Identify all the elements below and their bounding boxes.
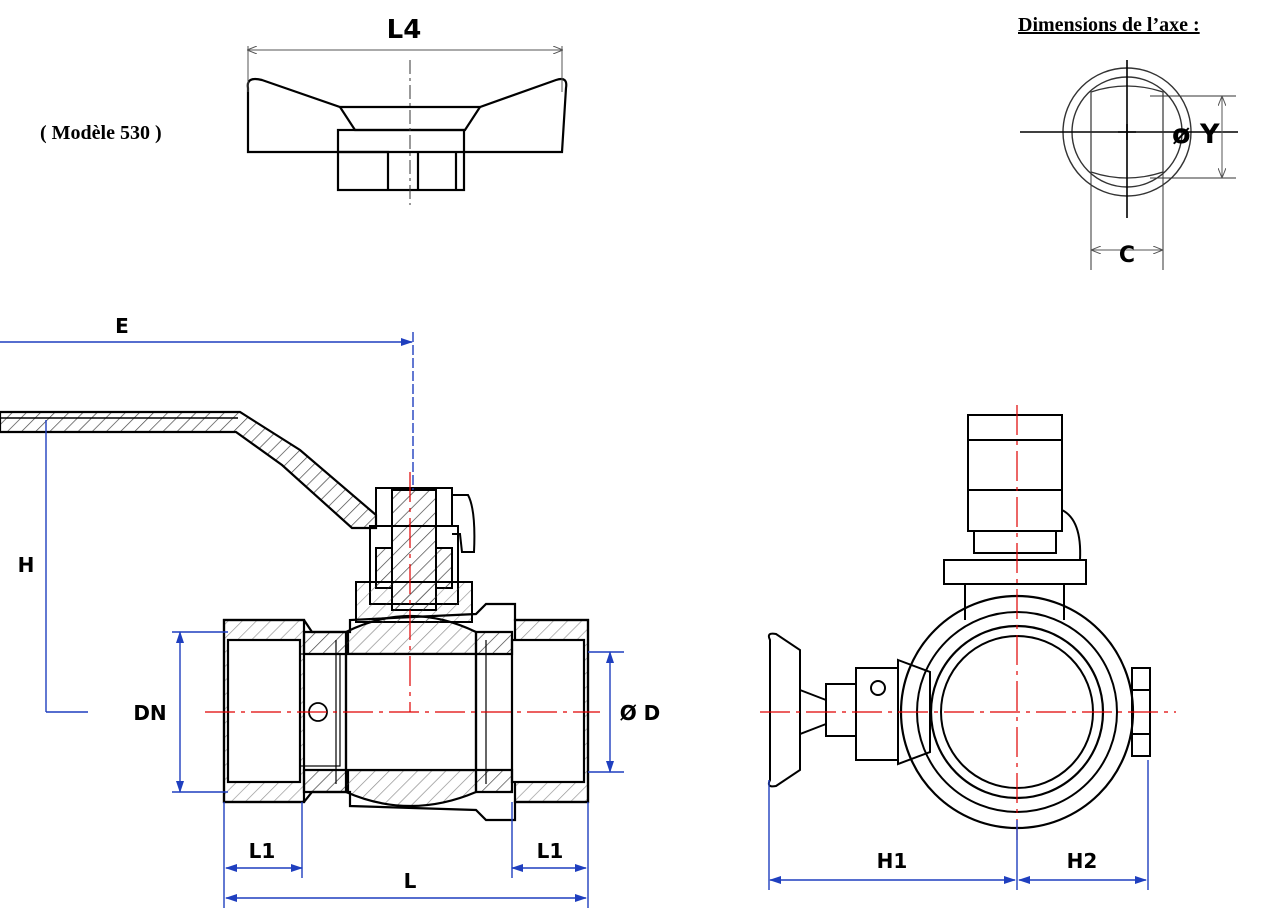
label-H1: H1 (877, 849, 908, 873)
valve-end-view (767, 414, 1151, 830)
dimension-DN (172, 631, 228, 793)
axis-section-detail (1020, 60, 1238, 270)
dimension-L (223, 802, 589, 908)
label-H2: H2 (1067, 849, 1098, 873)
dimension-L4: L4 (248, 15, 562, 92)
label-L1-left: L1 (249, 839, 276, 863)
label-L1-right: L1 (537, 839, 564, 863)
label-DN: DN (133, 701, 166, 725)
label-L4: L4 (387, 15, 422, 45)
label-phiD: Ø D (620, 701, 661, 725)
butterfly-handle-view (246, 60, 568, 205)
label-L: L (404, 869, 417, 893)
label-H: H (18, 553, 35, 577)
valve-body (222, 602, 590, 822)
label-phiY: ø Y (1172, 119, 1220, 150)
axis-dimensions-heading: Dimensions de l’axe : (1018, 14, 1200, 36)
stem (355, 487, 476, 623)
dimension-E (0, 332, 414, 490)
centerlines-end (760, 405, 1176, 840)
label-E: E (115, 314, 129, 338)
dimension-L1-right (511, 802, 587, 878)
dimension-L1-left (225, 802, 303, 878)
centerlines-main (205, 472, 600, 713)
lever-handle (0, 410, 378, 530)
dimension-phiD (588, 651, 624, 773)
model-label: ( Modèle 530 ) (40, 122, 162, 144)
dimension-H1-H2 (768, 760, 1149, 890)
label-C: C (1119, 243, 1135, 268)
dimension-H (45, 420, 88, 713)
